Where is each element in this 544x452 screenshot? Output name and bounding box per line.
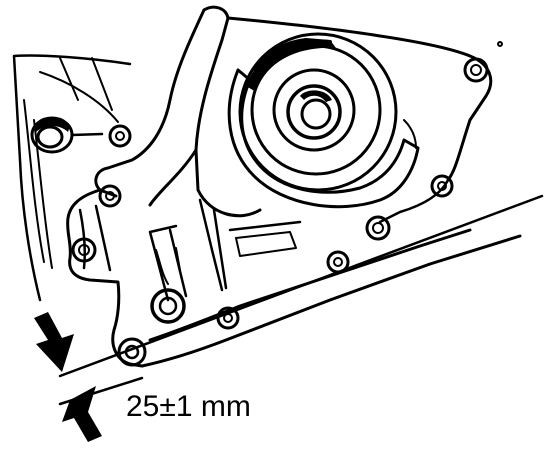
small-hole-right xyxy=(497,41,503,47)
cover-ribs xyxy=(148,198,302,302)
bolt-left-lower xyxy=(71,237,97,263)
bolt-center-right xyxy=(365,215,391,241)
engine-block-outline xyxy=(12,54,132,302)
bolt-right xyxy=(430,174,454,198)
dimension-arrow-lower xyxy=(62,386,102,442)
bolt-left-mid xyxy=(98,184,122,208)
left-boss xyxy=(30,116,132,154)
pump-housing xyxy=(227,32,420,209)
dimension-arrow-upper xyxy=(34,312,74,372)
bolt-inner-lower xyxy=(150,288,186,324)
reference-line xyxy=(58,194,544,406)
dimension-label: 25±1 mm xyxy=(126,390,251,423)
bolt-top-right xyxy=(463,57,489,83)
